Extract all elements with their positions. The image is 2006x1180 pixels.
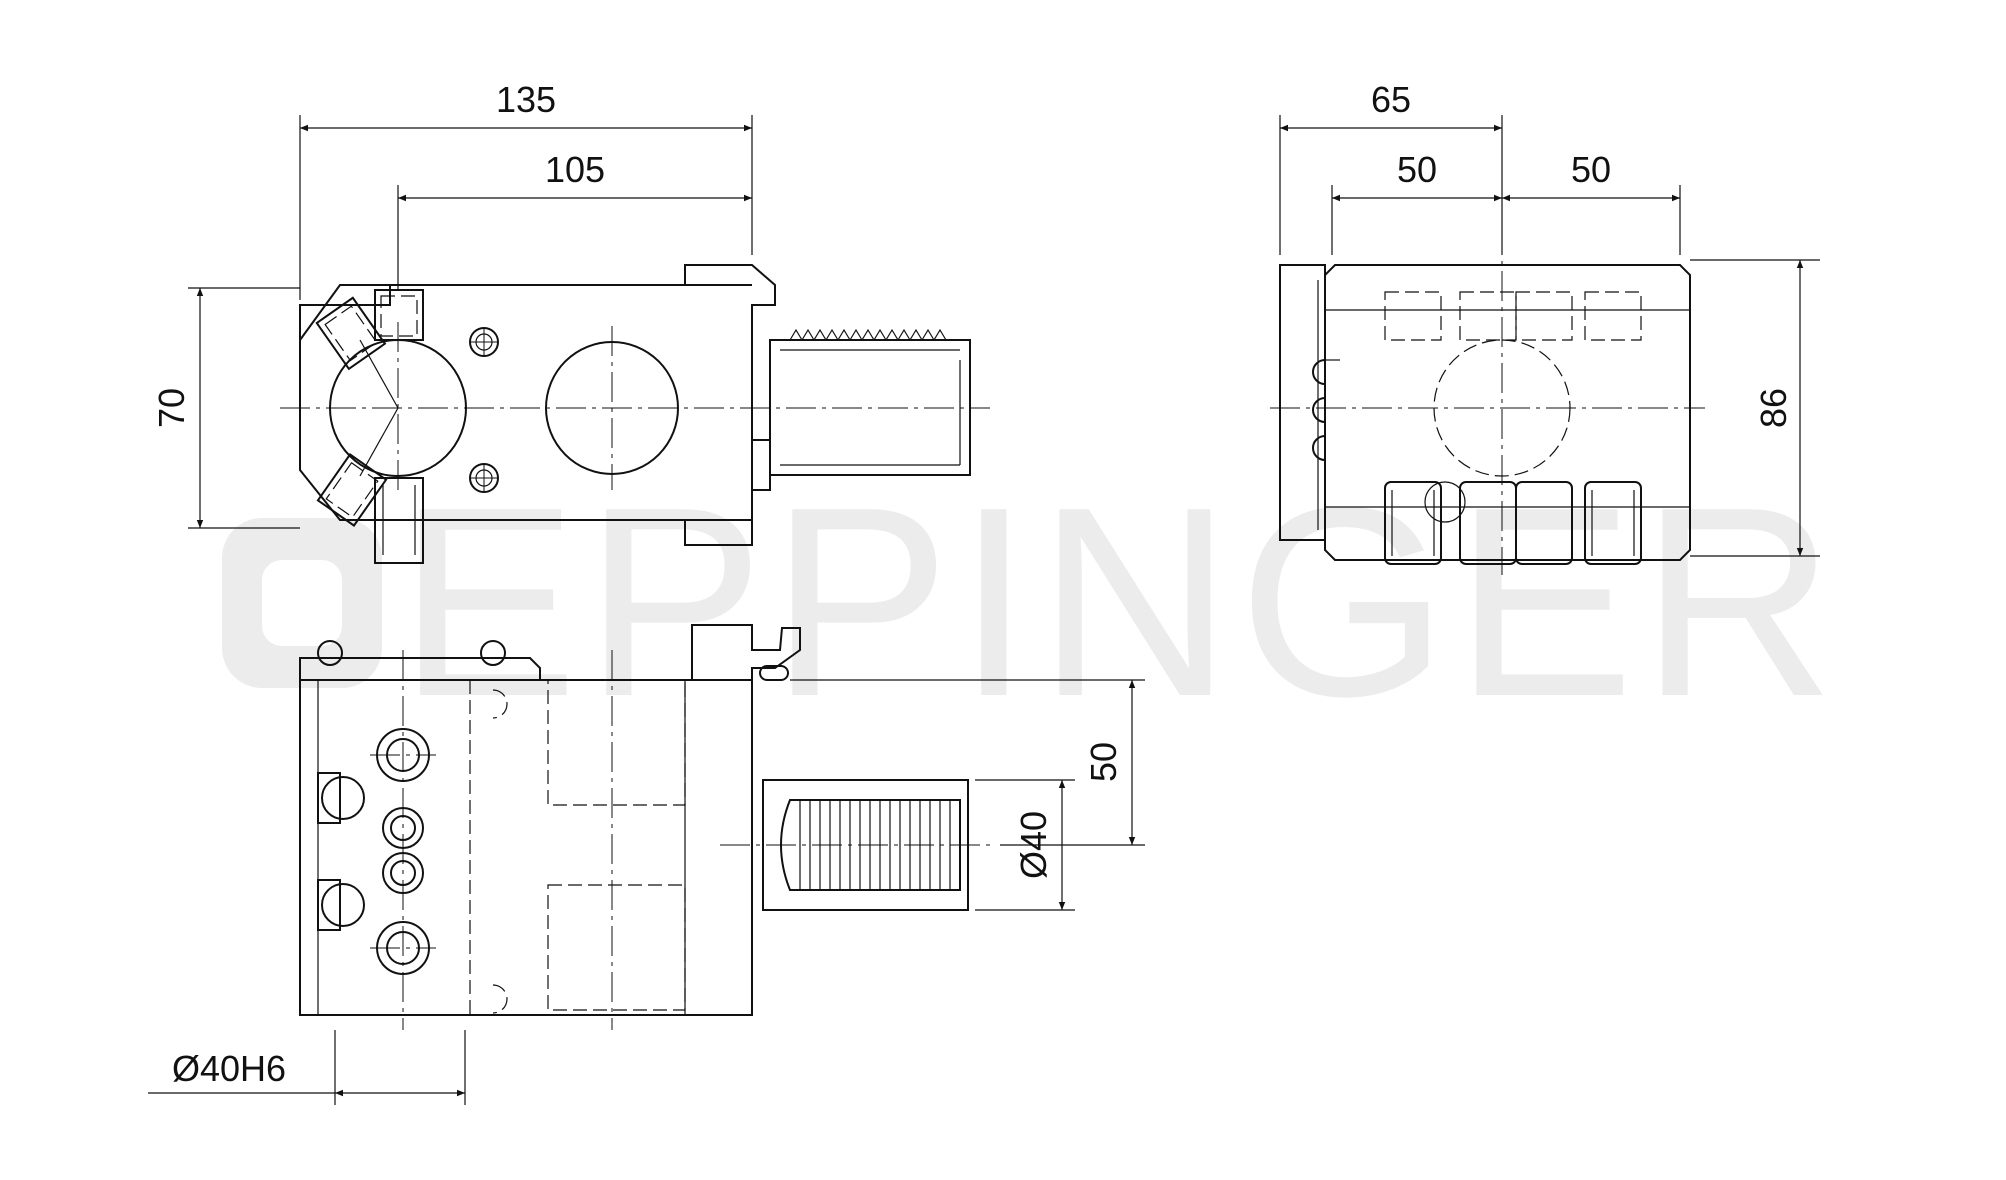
side-view bbox=[1270, 225, 1705, 575]
watermark-text: EPPINGER bbox=[398, 452, 1841, 753]
watermark: EPPINGER bbox=[222, 452, 1841, 753]
dim-label-50-vertical: 50 bbox=[1083, 742, 1124, 782]
top-view bbox=[299, 624, 990, 1030]
dim-label-50-right: 50 bbox=[1571, 149, 1611, 190]
top-view-dimensions: 50 Ø40 Ø40H6 bbox=[148, 679, 1145, 1105]
side-view-dimensions: 65 50 50 86 bbox=[1279, 79, 1820, 557]
dim-label-86: 86 bbox=[1753, 388, 1794, 428]
dim-label-phi40: Ø40 bbox=[1013, 811, 1054, 879]
front-view bbox=[280, 264, 990, 564]
dim-label-50-left: 50 bbox=[1397, 149, 1437, 190]
dim-label-135: 135 bbox=[496, 79, 556, 120]
watermark-logo-icon bbox=[222, 518, 382, 688]
dim-label-70: 70 bbox=[151, 388, 192, 428]
dim-label-phi40h6: Ø40H6 bbox=[172, 1048, 286, 1089]
dim-label-65: 65 bbox=[1371, 79, 1411, 120]
dim-label-105: 105 bbox=[545, 149, 605, 190]
front-view-dimensions: 135 105 70 bbox=[151, 79, 753, 529]
